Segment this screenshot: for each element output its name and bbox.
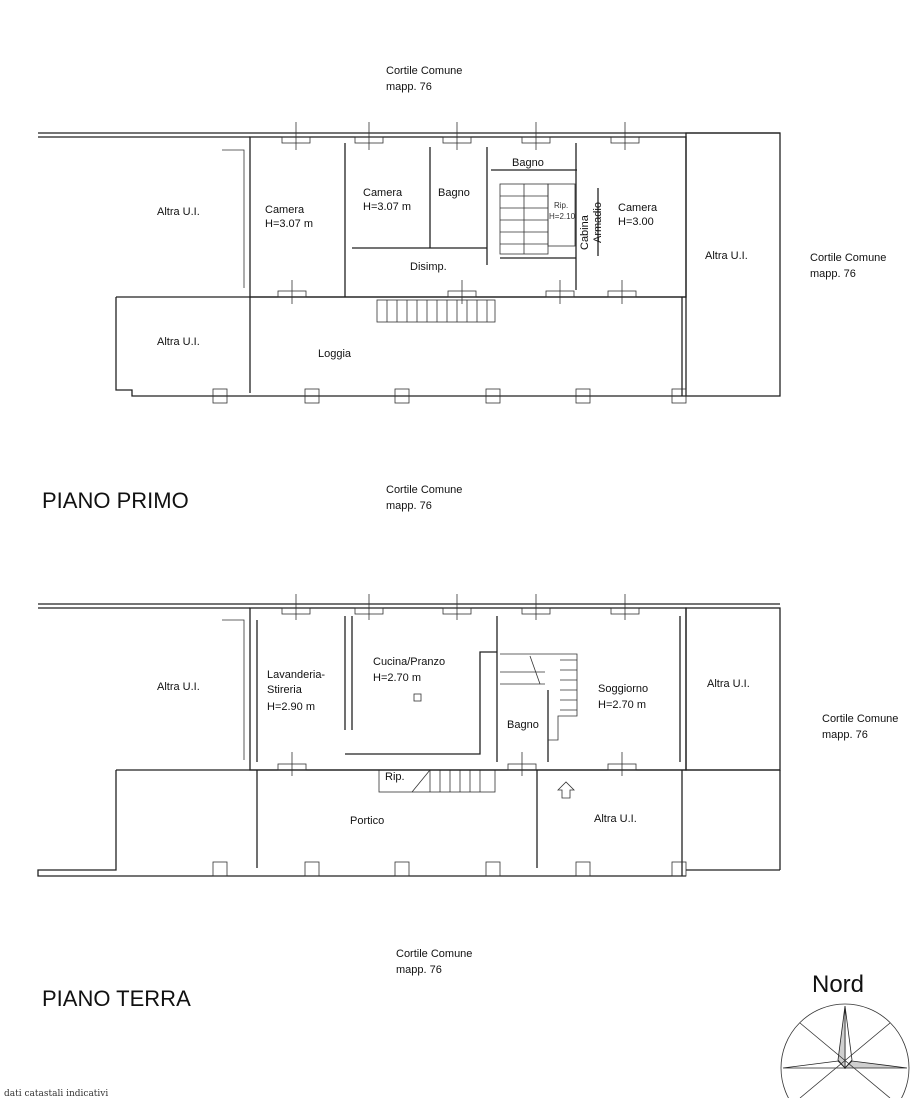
- terra-lavanderia-line1: Lavanderia-: [267, 669, 325, 681]
- primo-courtyard-bottom-line2: mapp. 76: [386, 500, 432, 512]
- primo-camera2-name: Camera: [363, 187, 403, 199]
- primo-camera2-height: H=3.07 m: [363, 201, 411, 213]
- compass-north-label: Nord: [812, 971, 864, 998]
- terra-soggiorno-name: Soggiorno: [598, 683, 648, 695]
- terra-staircase: [500, 653, 578, 741]
- compass-rose-icon: Nord: [780, 971, 910, 1098]
- primo-staircase: [499, 183, 576, 255]
- terra-altra-bottom: Altra U.I.: [594, 813, 637, 825]
- plan-piano-terra: Altra U.I. Lavanderia- Stireria H=2.90 m…: [37, 594, 898, 1011]
- primo-camera3-name: Camera: [618, 202, 658, 214]
- primo-altra-right: Altra U.I.: [705, 250, 748, 262]
- primo-windows-top: [277, 122, 640, 304]
- primo-rip-name: Rip.: [554, 201, 568, 210]
- plan-piano-primo: Cortile Comune mapp. 76: [38, 65, 886, 513]
- primo-courtyard-top-line2: mapp. 76: [386, 81, 432, 93]
- terra-rip: Rip.: [385, 771, 405, 783]
- terra-bagno: Bagno: [507, 719, 539, 731]
- entrance-arrow-icon: [557, 781, 575, 799]
- primo-camera1-name: Camera: [265, 204, 305, 216]
- terra-portico: Portico: [350, 815, 384, 827]
- primo-altra-left: Altra U.I.: [157, 206, 200, 218]
- terra-windows: [277, 594, 640, 776]
- primo-camera1-height: H=3.07 m: [265, 218, 313, 230]
- primo-altra-left-lower: Altra U.I.: [157, 336, 200, 348]
- terra-title: PIANO TERRA: [42, 986, 191, 1011]
- primo-courtyard-top-line1: Cortile Comune: [386, 65, 462, 77]
- primo-loggia-stair: [376, 299, 496, 323]
- primo-rip-height: H=2.10: [549, 212, 576, 221]
- primo-title: PIANO PRIMO: [42, 488, 189, 513]
- terra-soggiorno-height: H=2.70 m: [598, 699, 646, 711]
- primo-disimp: Disimp.: [410, 261, 447, 273]
- primo-courtyard-bottom-line1: Cortile Comune: [386, 484, 462, 496]
- primo-bagno1: Bagno: [438, 187, 470, 199]
- terra-cucina-name: Cucina/Pranzo: [373, 656, 445, 668]
- primo-loggia: Loggia: [318, 348, 352, 360]
- terra-cucina-height: H=2.70 m: [373, 672, 421, 684]
- primo-cabina-line2: Armadio: [592, 202, 604, 243]
- terra-courtyard-bottom-line2: mapp. 76: [396, 964, 442, 976]
- primo-cabina-line1: Cabina: [579, 214, 591, 250]
- primo-camera3-height: H=3.00: [618, 216, 654, 228]
- primo-courtyard-right-line1: Cortile Comune: [810, 252, 886, 264]
- terra-lavanderia-line2: Stireria: [267, 684, 303, 696]
- terra-lavanderia-height: H=2.90 m: [267, 701, 315, 713]
- terra-altra-right: Altra U.I.: [707, 678, 750, 690]
- primo-courtyard-right-line2: mapp. 76: [810, 268, 856, 280]
- terra-courtyard-bottom-line1: Cortile Comune: [396, 948, 472, 960]
- terra-courtyard-right-line1: Cortile Comune: [822, 713, 898, 725]
- terra-courtyard-right-line2: mapp. 76: [822, 729, 868, 741]
- primo-bagno2: Bagno: [512, 157, 544, 169]
- footer-note: dati catastali indicativi: [4, 1089, 108, 1098]
- terra-altra-left: Altra U.I.: [157, 681, 200, 693]
